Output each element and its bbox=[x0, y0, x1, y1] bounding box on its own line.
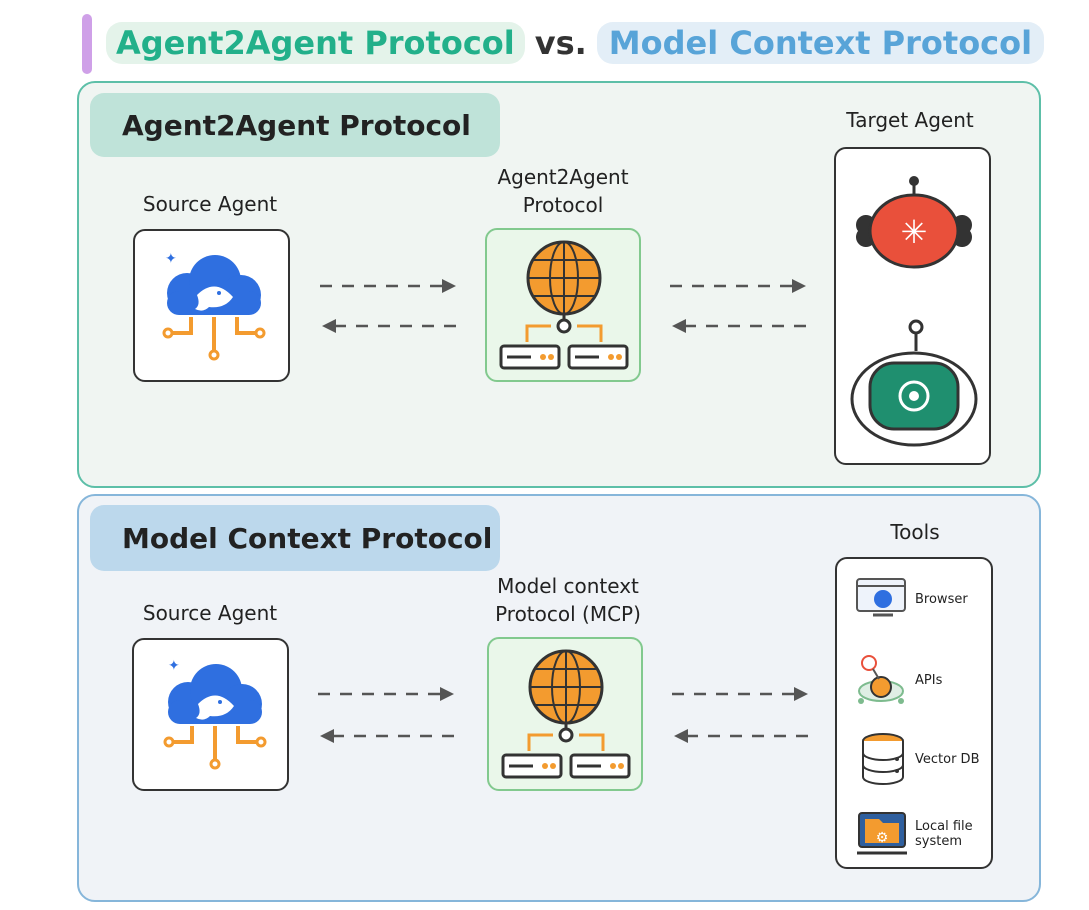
target-agent-container: ✳ bbox=[834, 147, 991, 465]
a2a-middle-label: Agent2Agent Protocol bbox=[497, 165, 629, 217]
a2a-protocol-node bbox=[485, 228, 641, 382]
a2a-heading: Agent2Agent Protocol bbox=[90, 93, 500, 157]
database-icon bbox=[862, 733, 904, 785]
cloud-agent-icon: ✦ bbox=[163, 658, 267, 770]
mcp-left-arrows bbox=[318, 687, 456, 743]
title-a2a: Agent2Agent Protocol bbox=[106, 22, 525, 64]
tools-label: Tools bbox=[890, 520, 940, 544]
tool-browser: Browser bbox=[855, 575, 968, 623]
svg-text:⚙: ⚙ bbox=[876, 830, 889, 846]
a2a-source-agent-node: ✦ bbox=[133, 229, 290, 382]
mcp-source-agent-node: ✦ bbox=[132, 638, 289, 791]
mcp-middle-label: Model context Protocol (MCP) bbox=[495, 574, 641, 626]
tool-local-file-system: ⚙ Local file system bbox=[855, 809, 973, 859]
title-accent-bar bbox=[82, 14, 92, 74]
tool-vector-db: Vector DB bbox=[859, 731, 980, 787]
openai-robot-icon bbox=[850, 319, 978, 447]
cloud-agent-icon: ✦ bbox=[162, 251, 266, 361]
tool-browser-label: Browser bbox=[915, 591, 968, 607]
tool-local-file-system-label: Local file system bbox=[915, 819, 973, 849]
mcp-heading: Model Context Protocol bbox=[90, 505, 500, 571]
browser-icon bbox=[856, 578, 906, 617]
a2a-source-label: Source Agent bbox=[142, 192, 278, 216]
api-icon bbox=[858, 655, 904, 704]
page-title: Agent2Agent Protocol vs. Model Context P… bbox=[106, 22, 1045, 64]
title-vs: vs. bbox=[534, 24, 587, 62]
svg-text:✳: ✳ bbox=[901, 213, 928, 251]
title-mcp: Model Context Protocol bbox=[596, 22, 1045, 64]
globe-server-icon bbox=[501, 649, 631, 779]
globe-server-icon bbox=[499, 240, 629, 370]
svg-text:✦: ✦ bbox=[168, 658, 180, 674]
mcp-right-arrows bbox=[672, 687, 810, 743]
red-robot-icon: ✳ bbox=[856, 176, 972, 269]
tool-vector-db-label: Vector DB bbox=[915, 751, 980, 767]
svg-text:✦: ✦ bbox=[165, 251, 177, 267]
tools-container: Browser APIs Vector DB ⚙ Local fil bbox=[835, 557, 993, 869]
mcp-protocol-node bbox=[487, 637, 643, 791]
a2a-left-arrows bbox=[320, 279, 458, 333]
tool-apis-label: APIs bbox=[915, 672, 943, 688]
a2a-right-arrows bbox=[670, 279, 808, 333]
target-agents-icons: ✳ bbox=[850, 176, 978, 447]
target-agent-label: Target Agent bbox=[846, 108, 974, 132]
mcp-source-label: Source Agent bbox=[142, 601, 278, 625]
folder-gear-icon: ⚙ bbox=[857, 812, 907, 855]
tool-apis: APIs bbox=[855, 651, 942, 709]
